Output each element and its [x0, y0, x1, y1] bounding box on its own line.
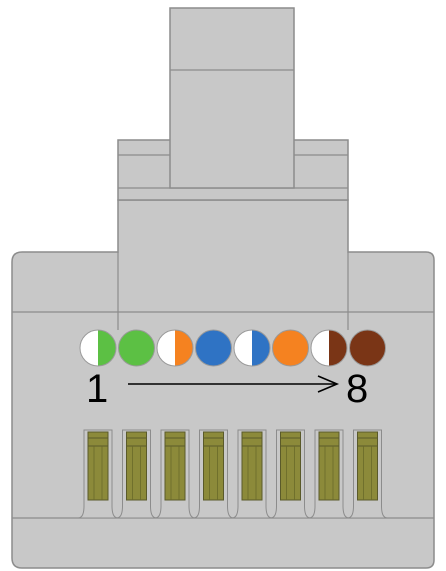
contact-blade: [87, 431, 109, 501]
contact-pin-2: [116, 429, 157, 519]
arrow-head: [317, 375, 340, 393]
wire-white-brown: [310, 329, 348, 367]
contact-pin-8: [347, 429, 388, 519]
wire-blue-circle: [195, 330, 232, 366]
wire-white-green-outline: [79, 329, 117, 367]
contact-pin-4: [193, 429, 234, 519]
contact-blade: [164, 431, 186, 501]
contact-blade: [126, 431, 147, 501]
wire-white-blue: [233, 329, 271, 367]
wire-white-orange: [156, 329, 194, 367]
contact-blade: [357, 431, 378, 501]
contact-blade: [203, 431, 224, 501]
wire-orange: [272, 329, 309, 367]
wire-white-brown-stripe: [329, 330, 347, 366]
wire-white-orange-stripe: [175, 330, 193, 366]
pin-order-arrow: [128, 375, 340, 393]
wire-orange-circle: [272, 330, 309, 366]
wire-white-blue-outline: [233, 329, 271, 367]
wire-green-outline: [118, 329, 155, 367]
wire-white-blue-stripe: [252, 330, 270, 366]
wire-green: [118, 329, 155, 367]
wire-white-green-stripe: [98, 330, 116, 366]
contact-blade: [280, 431, 301, 501]
wire-orange-outline: [272, 329, 309, 367]
contact-blade: [241, 431, 263, 501]
latch-tab: [169, 7, 295, 189]
contact-pin-6: [270, 429, 311, 519]
contact-blade: [318, 431, 340, 501]
contact-blades: [77, 429, 388, 519]
wire-white-green: [79, 329, 117, 367]
wire-brown-circle: [349, 330, 386, 366]
pin-8-label: 8: [346, 367, 368, 411]
contact-pin-3: [154, 429, 196, 519]
wire-brown: [349, 329, 386, 367]
wire-green-circle: [118, 330, 155, 366]
contact-pin-1: [77, 429, 119, 519]
contact-pin-7: [308, 429, 350, 519]
wire-blue-outline: [195, 329, 232, 367]
wire-blue: [195, 329, 232, 367]
contact-pin-5: [231, 429, 273, 519]
wire-color-circles: [79, 329, 386, 367]
wire-white-brown-outline: [310, 329, 348, 367]
pin-1-label: 1: [86, 367, 108, 411]
wire-white-orange-outline: [156, 329, 194, 367]
wire-brown-outline: [349, 329, 386, 367]
latch-assembly: [117, 7, 349, 201]
